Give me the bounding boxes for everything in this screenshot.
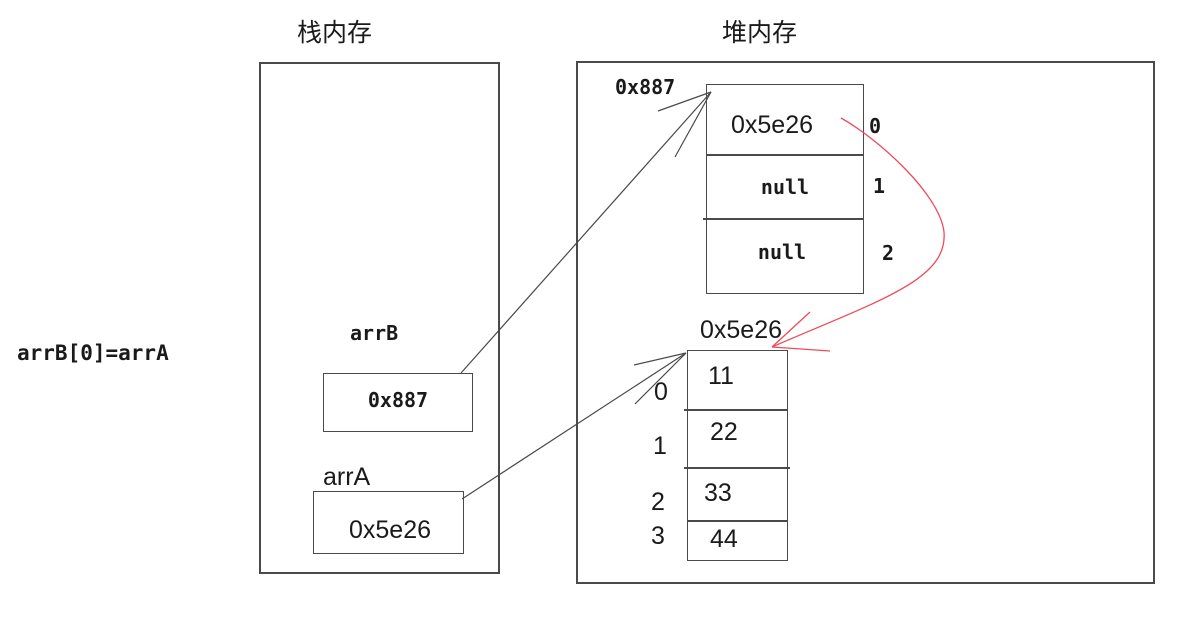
- array-cell: null: [757, 240, 807, 264]
- variable-name-arrA: arrA: [323, 463, 371, 491]
- cell-divider: [684, 467, 790, 469]
- cell-divider: [688, 520, 787, 522]
- array-cell: 33: [704, 479, 732, 507]
- array-address-label-0x5e26: 0x5e26: [700, 316, 783, 344]
- variable-value-arrA: 0x5e26: [349, 516, 432, 544]
- cell-divider: [684, 409, 787, 411]
- array-cell: 22: [710, 418, 738, 446]
- variable-box-arrB: 0x887: [323, 373, 473, 432]
- variable-value-arrB: 0x887: [367, 388, 429, 412]
- variable-name-arrB: arrB: [350, 321, 399, 345]
- array-cell: null: [760, 175, 810, 199]
- array-index: 0: [654, 378, 668, 406]
- array-index: 1: [873, 174, 886, 198]
- array-index: 0: [869, 114, 882, 138]
- stack-memory-title: 栈内存: [297, 18, 373, 47]
- array-cell: 11: [708, 362, 734, 390]
- array-index: 2: [651, 488, 665, 516]
- cell-divider: [707, 154, 863, 156]
- array-cell: 0x5e26: [731, 111, 814, 139]
- array-cell: 44: [710, 525, 738, 553]
- array-address-label-0x887: 0x887: [615, 75, 676, 99]
- array-index: 2: [882, 241, 895, 265]
- array-object-0x5e26: 11 22 33 44: [684, 350, 790, 561]
- heap-memory-title: 堆内存: [722, 18, 798, 47]
- array-index: 1: [653, 432, 667, 460]
- array-index: 3: [651, 522, 665, 550]
- assignment-statement: arrB[0]=arrA: [17, 341, 169, 365]
- variable-box-arrA: 0x5e26: [313, 491, 464, 554]
- array-object-0x887: 0x5e26 null null: [703, 84, 864, 294]
- cell-divider: [703, 218, 863, 220]
